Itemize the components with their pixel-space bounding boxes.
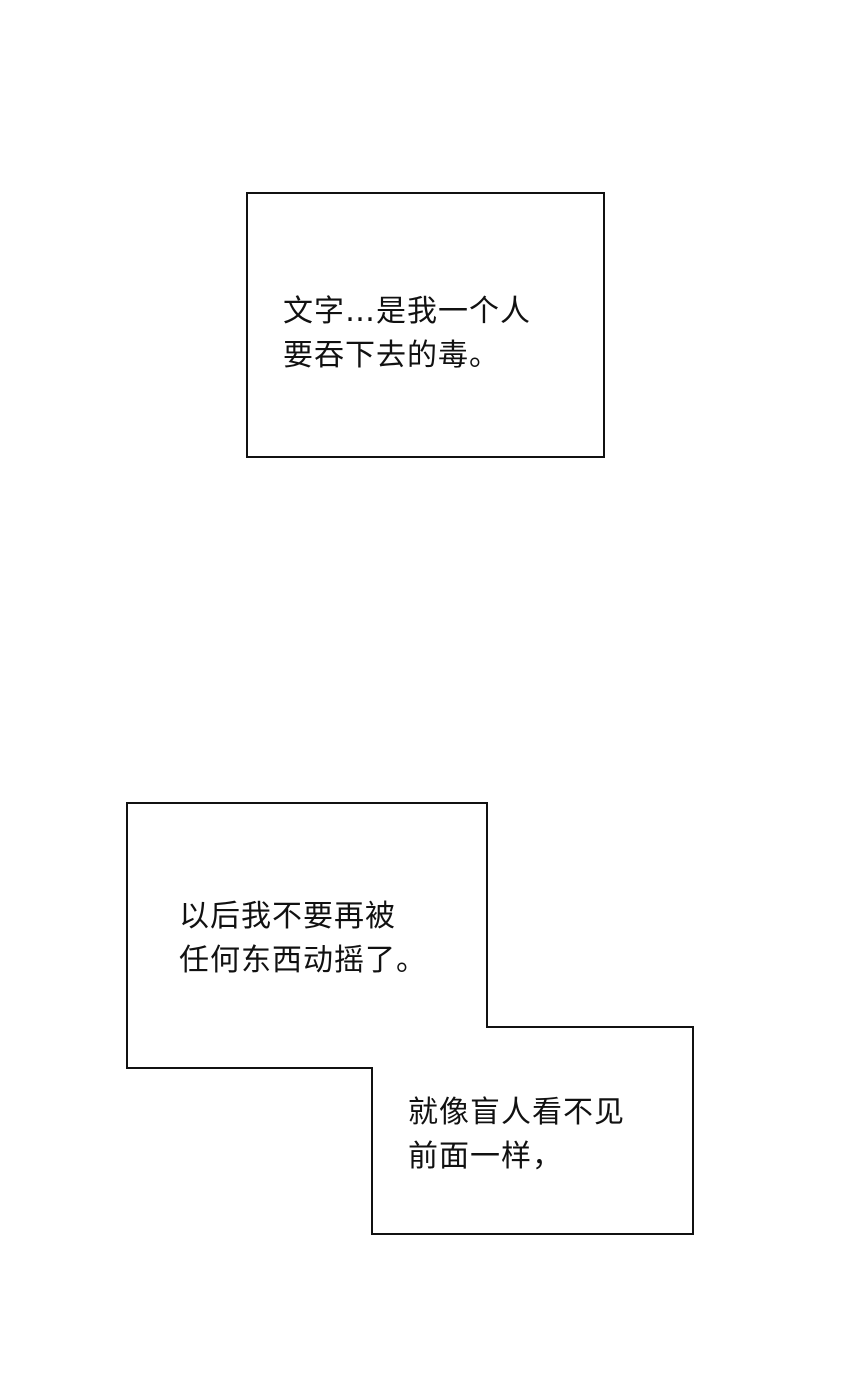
caption-2-line-1: 以后我不要再被 (179, 899, 396, 934)
caption-3-line-2: 前面一样， (408, 1139, 563, 1174)
caption-1-text: 文字…是我一个人 要吞下去的毒。 (283, 290, 531, 378)
caption-1-line-2: 要吞下去的毒。 (283, 338, 500, 373)
caption-2-text: 以后我不要再被 任何东西动摇了。 (179, 895, 427, 983)
caption-box-1 (246, 192, 605, 458)
caption-1-line-1: 文字…是我一个人 (283, 294, 531, 329)
caption-3-text: 就像盲人看不见 前面一样， (408, 1091, 625, 1179)
caption-2-line-2: 任何东西动摇了。 (179, 943, 427, 978)
caption-3-line-1: 就像盲人看不见 (408, 1095, 625, 1130)
